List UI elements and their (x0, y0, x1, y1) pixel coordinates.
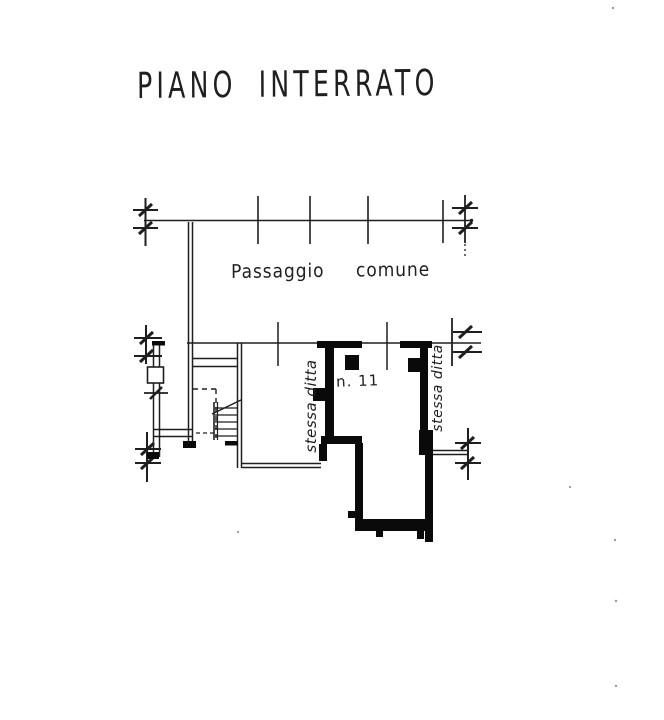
same-company-label-right: stessa ditta (430, 344, 446, 432)
top-dimension-ticks (257, 196, 444, 244)
unit-number-label: n. 11 (335, 371, 380, 391)
right-dimension-marks-bottom (455, 428, 481, 480)
left-dimension-marks-top (133, 198, 158, 246)
corridor-wall-long (183, 222, 196, 448)
right-dimension-marks-middle (453, 324, 482, 360)
pillar (345, 355, 359, 370)
top-dimension-line (144, 218, 474, 223)
passage-label: Passaggio comune (231, 258, 431, 283)
same-company-label-left: stessa ditta (302, 359, 320, 453)
window-symbol (146, 366, 165, 384)
stair-treads (213, 402, 237, 440)
scan-specks (236, 6, 618, 688)
party-wall-line (433, 449, 467, 456)
stair-well (193, 343, 243, 468)
unit-walls (313, 341, 433, 542)
corridor-bottom-line (153, 428, 214, 438)
left-dimension-marks-bottom (135, 432, 161, 482)
left-dimension-marks-middle (134, 325, 162, 364)
left-wall (144, 341, 168, 457)
stair-hidden-edges (193, 388, 217, 438)
stair-break-line (211, 399, 242, 415)
page-title: PIANO INTERRATO (137, 62, 439, 107)
right-dimension-marks-top (452, 195, 478, 257)
basement-passage-line (242, 462, 321, 469)
